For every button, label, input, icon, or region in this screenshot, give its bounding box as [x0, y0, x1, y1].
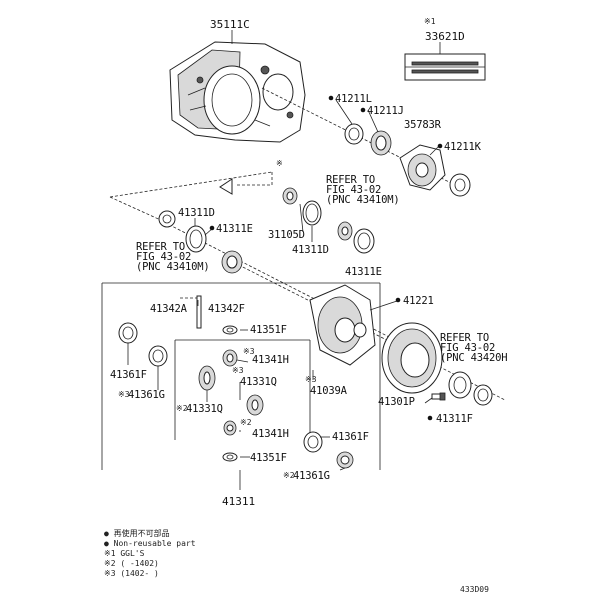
label-41331Q-left: 41331Q	[186, 403, 223, 415]
ref2-line2: FIG 43-02	[136, 251, 191, 263]
bolt-41301P	[431, 392, 446, 401]
legend-line1: ● 再使用不可部品	[104, 528, 170, 538]
label-41301P: 41301P	[378, 396, 415, 408]
non-reusable-dot	[395, 297, 401, 303]
mark-star2-b: ※2	[240, 418, 252, 427]
label-41211J: 41211J	[367, 105, 404, 117]
legend-line5: ※3 (1402- )	[104, 569, 159, 578]
label-41211K: 41211K	[444, 141, 482, 153]
ref3-line3: (PNC 43420H	[440, 352, 507, 364]
label-41361G-right: 41361G	[293, 470, 330, 482]
label-41342F: 41342F	[208, 303, 245, 315]
label-41342A: 41342A	[150, 303, 188, 315]
washer-41351F-bottom	[222, 452, 238, 462]
gear-35783R	[399, 144, 446, 191]
differential-case-41221	[309, 284, 376, 366]
mark-star2-c: ※2	[283, 471, 295, 480]
side-gear-41331Q-left	[198, 365, 216, 391]
seal-41211L	[344, 123, 364, 145]
ref3-line2: FIG 43-02	[440, 342, 495, 354]
bearing-31105D	[282, 187, 298, 205]
ref1-line3: (PNC 43410M)	[326, 194, 399, 206]
pinion-shaft-41342A	[180, 295, 202, 329]
label-41311D-center: 41311D	[292, 244, 329, 256]
transaxle-case-drawing	[169, 41, 306, 143]
ref2-line1: REFER TO	[136, 241, 185, 253]
label-41311E-left: 41311E	[216, 223, 253, 235]
label-35111C: 35111C	[210, 18, 250, 31]
label-41311F: 41311F	[436, 413, 473, 425]
label-35783R: 35783R	[404, 119, 442, 131]
reference-arrow	[109, 171, 273, 223]
non-reusable-dot	[427, 415, 433, 421]
ref1-line2: FIG 43-02	[326, 184, 381, 196]
label-41311D-left: 41311D	[178, 207, 215, 219]
non-reusable-dot	[360, 107, 366, 113]
ring-41311E-left	[185, 225, 207, 253]
label-41221: 41221	[403, 295, 434, 307]
gear-41341H-bottom	[223, 420, 237, 436]
non-reusable-dot	[209, 225, 215, 231]
bearing-41311E-center	[337, 221, 375, 254]
mark-star3-a: ※3	[243, 347, 255, 356]
bearing-41311F	[448, 371, 493, 406]
label-41311E-center: 41311E	[345, 266, 382, 278]
washer-41361G-right	[336, 451, 354, 469]
side-gear-41331Q-right	[246, 394, 264, 416]
mark-star3-d: ※3	[118, 390, 130, 399]
label-33621D: 33621D	[425, 30, 465, 43]
legend-line2: ● Non-reusable part	[104, 539, 196, 548]
mark-star3-c: ※3	[305, 375, 317, 384]
bearing-41211K	[449, 173, 471, 197]
non-reusable-dot	[437, 143, 443, 149]
label-plate-drawing	[404, 42, 486, 81]
label-41351F-top: 41351F	[250, 324, 287, 336]
mark-star: ※	[276, 159, 283, 168]
race-left-lower	[221, 250, 243, 274]
label-41341H-top: 41341H	[252, 354, 289, 366]
washer-41361F-left	[118, 322, 138, 344]
label-41361F-left: 41361F	[110, 369, 147, 381]
ref1-line1: REFER TO	[326, 174, 375, 186]
label-41211L: 41211L	[335, 93, 372, 105]
ring-gear	[381, 322, 443, 394]
washer-41361G-left	[148, 345, 168, 367]
figure-id: 433D09	[460, 585, 489, 594]
ref3-line1: REFER TO	[440, 332, 489, 344]
non-reusable-dot	[328, 95, 334, 101]
bearing-41211J	[370, 130, 392, 156]
ring-41311D-center	[302, 200, 322, 226]
label-41039A: 41039A	[310, 385, 348, 397]
mark-star2-a: ※2	[176, 404, 188, 413]
label-41361F-right: 41361F	[332, 431, 369, 443]
gear-41341H-top	[222, 349, 238, 367]
washer-41361F-right	[303, 431, 323, 453]
ref2-line3: (PNC 43410M)	[136, 261, 209, 273]
label-41351F-bottom: 41351F	[250, 452, 287, 464]
mark-star3-b: ※3	[232, 366, 244, 375]
legend-line3: ※1 GGL'S	[104, 549, 145, 558]
label-31105D: 31105D	[268, 229, 305, 241]
mark-star1: ※1	[424, 17, 436, 26]
seal-41311D-left	[158, 210, 176, 228]
washer-41351F-top	[222, 325, 238, 335]
legend-line4: ※2 ( -1402)	[104, 559, 159, 568]
label-41341H-bottom: 41341H	[252, 428, 289, 440]
label-41361G-left: 41361G	[128, 389, 165, 401]
label-41331Q-right: 41331Q	[240, 376, 277, 388]
label-41311: 41311	[222, 495, 255, 508]
